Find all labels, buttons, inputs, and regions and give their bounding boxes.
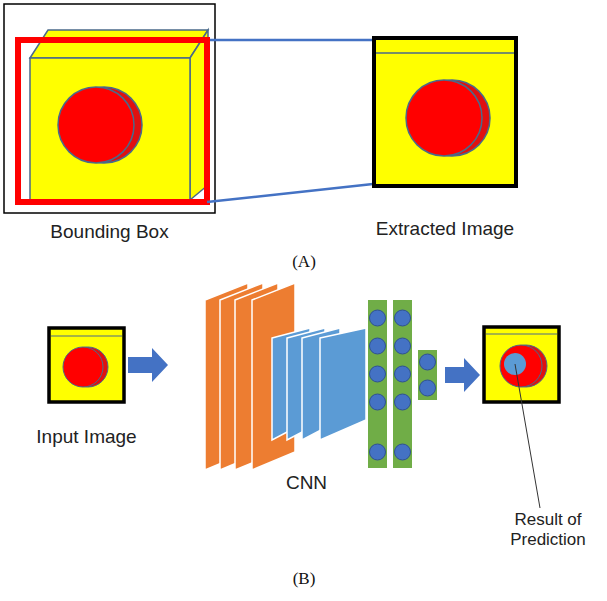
red-circle bbox=[58, 87, 134, 163]
red-circle bbox=[500, 345, 542, 387]
projection-line bbox=[210, 39, 373, 42]
result-frame bbox=[484, 327, 559, 402]
dense-layer bbox=[418, 350, 437, 400]
node-label: Bounding Box bbox=[50, 221, 168, 243]
pool-layer bbox=[320, 328, 366, 440]
neuron bbox=[370, 444, 386, 460]
input-frame bbox=[49, 328, 124, 402]
cube-front bbox=[30, 58, 190, 200]
neuron bbox=[395, 444, 411, 460]
neuron bbox=[395, 394, 411, 410]
result-image: Result of Prediction bbox=[482, 325, 561, 404]
neuron bbox=[370, 338, 386, 354]
leader-line bbox=[515, 364, 540, 508]
neuron bbox=[395, 338, 411, 354]
neuron bbox=[420, 354, 436, 370]
panel-label: (B) bbox=[293, 569, 316, 589]
cube-edge bbox=[376, 52, 514, 54]
extracted-frame bbox=[374, 38, 516, 186]
node-label: Extracted Image bbox=[376, 218, 514, 240]
neuron bbox=[370, 310, 386, 326]
input-image: Input Image bbox=[47, 326, 126, 404]
bounding-box bbox=[18, 40, 207, 202]
block-arrow bbox=[445, 358, 480, 392]
node-label: Input Image bbox=[36, 426, 136, 448]
image-frame: Bounding Box bbox=[4, 4, 215, 213]
cube-edge bbox=[486, 333, 557, 334]
extracted-image: Extracted Image bbox=[372, 36, 518, 188]
neuron bbox=[370, 366, 386, 382]
red-circle bbox=[63, 347, 103, 387]
dense-layer bbox=[393, 300, 412, 468]
dense-layer bbox=[368, 300, 387, 468]
node-label: Result of Prediction bbox=[498, 510, 598, 549]
cube-top bbox=[30, 30, 208, 58]
cube-edge bbox=[51, 335, 122, 336]
cnn-block: CNN bbox=[170, 280, 443, 470]
projection-line bbox=[207, 184, 373, 202]
block-arrow bbox=[128, 348, 168, 382]
image-frame bbox=[4, 4, 215, 213]
neuron bbox=[395, 366, 411, 382]
panel-label: (A) bbox=[292, 252, 316, 272]
node-label: CNN bbox=[286, 472, 327, 494]
neuron bbox=[395, 310, 411, 326]
neuron bbox=[370, 394, 386, 410]
red-circle bbox=[406, 80, 482, 156]
neuron bbox=[420, 380, 436, 396]
neuron-group bbox=[370, 310, 436, 460]
